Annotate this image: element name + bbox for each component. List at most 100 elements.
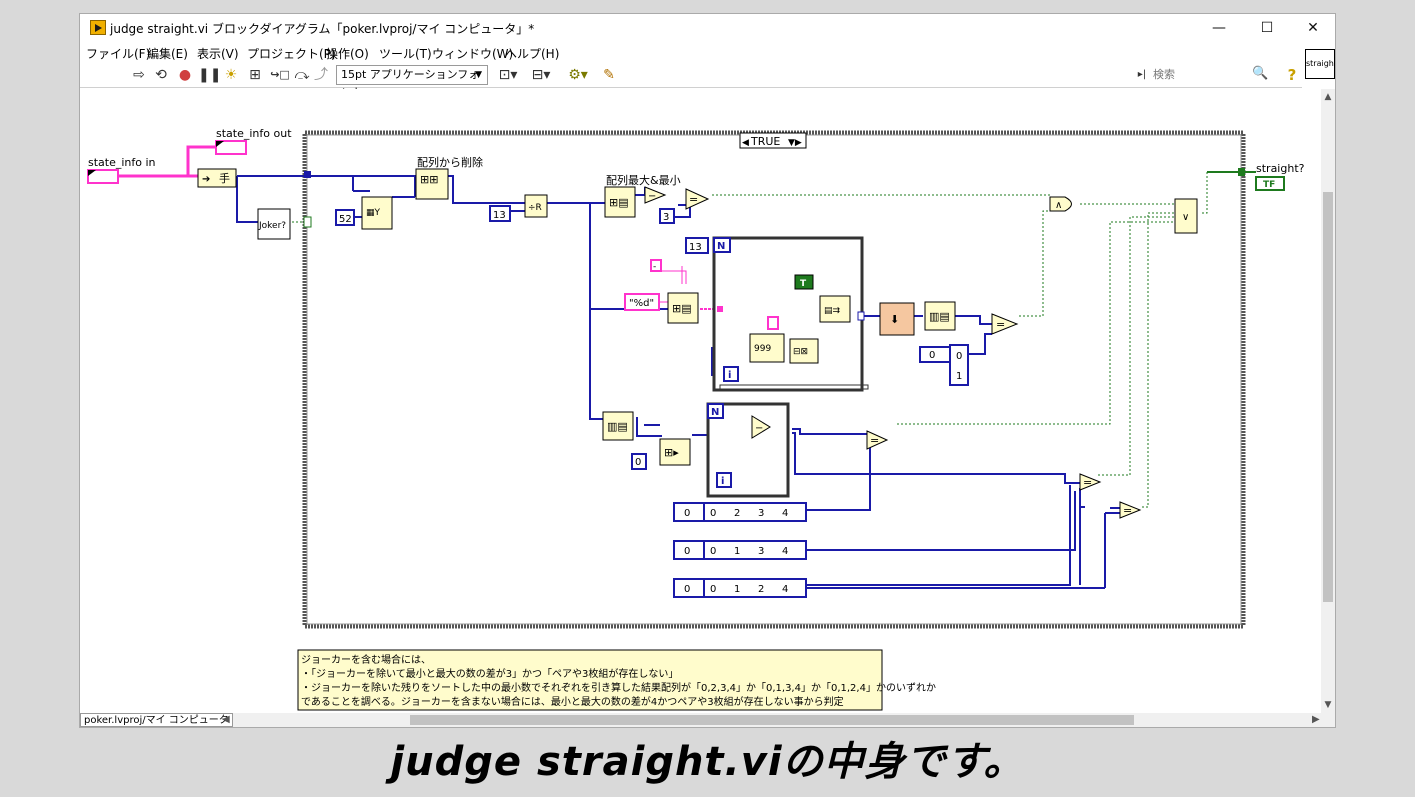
menu-file[interactable]: ファイル(F)	[86, 47, 151, 61]
vi-icon[interactable]: straight	[1305, 49, 1335, 79]
cleanup-diagram-icon[interactable]: ✎	[603, 67, 615, 83]
title-bar[interactable]: judge straight.vi ブロックダイアグラム「poker.lvpro…	[80, 14, 1335, 42]
vertical-scrollbar[interactable]: ▲ ▼	[1321, 89, 1335, 713]
joker-subvi-label: Joker?	[258, 221, 286, 231]
highlight-execution-icon[interactable]: ☀	[224, 67, 238, 83]
search-icon[interactable]: 🔍	[1252, 66, 1269, 81]
state-info-in-control[interactable]	[87, 169, 119, 184]
comment-box[interactable]	[297, 649, 883, 711]
equal-node-4[interactable]	[1079, 473, 1102, 491]
horizontal-scrollbar[interactable]: poker.lvproj/マイ コンピュータ ◀ ▶	[80, 713, 1335, 727]
case-selector-left-arrow[interactable]: ◀	[742, 138, 749, 148]
dash-string-constant[interactable]	[650, 259, 662, 272]
search-split-string-node[interactable]	[819, 295, 851, 323]
menu-operate[interactable]: 操作(O)	[326, 47, 369, 61]
close-button[interactable]: ✕	[1307, 20, 1319, 36]
abort-icon[interactable]: ●	[178, 67, 192, 83]
straight-indicator[interactable]	[1255, 176, 1285, 191]
comment-line-4: であることを調べる。ジョーカーを含まない場合には、最小と最大の数の差が4かつペア…	[301, 695, 844, 708]
array-constant-0134[interactable]: 0 0 1 3 4	[673, 540, 807, 560]
array-0124-v0: 0	[710, 584, 716, 595]
vertical-scroll-thumb[interactable]	[1323, 192, 1333, 602]
scroll-down-icon[interactable]: ▼	[1324, 700, 1332, 710]
case-selector-dropdown-icon[interactable]: ▼▶	[788, 138, 802, 148]
case-selector[interactable]	[739, 132, 807, 149]
concatenate-strings-node[interactable]	[789, 338, 819, 364]
step-into-icon[interactable]: ↪□	[270, 68, 290, 81]
sort-array-node[interactable]	[924, 301, 956, 331]
index-array-node[interactable]	[659, 438, 691, 466]
menu-window[interactable]: ウィンドウ(W)	[432, 47, 514, 61]
block-diagram[interactable]: ◀ TRUE ▼▶	[80, 89, 1321, 715]
step-out-icon[interactable]: ⤴	[314, 67, 328, 83]
constant-13-loop[interactable]	[685, 237, 709, 254]
constant-zero[interactable]	[631, 453, 647, 470]
joker-subvi[interactable]	[257, 208, 291, 240]
search-toggle-icon[interactable]: ▸|	[1137, 69, 1147, 80]
array-to-spreadsheet-icon: ⊞▤	[672, 302, 692, 315]
menu-edit[interactable]: 編集(E)	[147, 47, 188, 61]
compound-or-node[interactable]	[1174, 198, 1198, 234]
scroll-left-icon[interactable]: ◀	[222, 714, 230, 725]
step-over-icon[interactable]: ⤼	[294, 67, 310, 83]
minimize-button[interactable]: —	[1212, 20, 1226, 36]
state-info-out-indicator[interactable]	[215, 140, 247, 155]
array-constant-0124[interactable]: 0 0 1 2 4	[673, 578, 807, 598]
run-arrow-icon[interactable]: ⇨	[133, 67, 145, 83]
output-tunnel	[1238, 168, 1245, 176]
reorder-icon[interactable]: ⚙▾	[568, 67, 588, 83]
unbundle-node[interactable]	[197, 168, 237, 188]
equal-node[interactable]	[685, 188, 710, 210]
subtract-node-2[interactable]	[751, 415, 771, 439]
quotient-remainder-node[interactable]	[524, 194, 548, 218]
pause-icon[interactable]: ❚❚	[198, 67, 222, 83]
subtract-node[interactable]	[644, 186, 667, 204]
array-search-node[interactable]	[361, 196, 393, 230]
loop-2-count-label: N	[711, 407, 719, 418]
project-context[interactable]: poker.lvproj/マイ コンピュータ	[80, 713, 233, 727]
delete-from-array-node[interactable]	[415, 168, 449, 200]
loop-iteration-label: i	[728, 370, 731, 381]
pink-string-constant[interactable]	[767, 316, 779, 330]
font-select[interactable]: 15pt アプリケーションフォント ▼	[336, 65, 488, 99]
menu-help[interactable]: ヘルプ(H)	[505, 47, 560, 61]
constant-3[interactable]	[659, 208, 675, 224]
align-objects-icon[interactable]: ⊡▾	[498, 67, 518, 83]
string-to-array-node[interactable]	[879, 302, 915, 336]
loop-count-terminal[interactable]	[713, 237, 731, 253]
equal-icon: =	[1083, 476, 1092, 489]
scroll-right-icon[interactable]: ▶	[1312, 714, 1320, 725]
search-input[interactable]: 検索	[1153, 68, 1175, 81]
menu-tools[interactable]: ツール(T)	[379, 47, 432, 61]
help-icon[interactable]: ?	[1287, 66, 1297, 84]
array-0234-v3: 4	[782, 508, 788, 519]
constant-13[interactable]	[489, 205, 511, 222]
horizontal-scroll-thumb[interactable]	[410, 715, 1134, 725]
run-continuously-icon[interactable]: ⟲	[155, 67, 167, 83]
retain-wire-values-icon[interactable]: ⊞	[249, 67, 261, 83]
menu-project[interactable]: プロジェクト(P)	[247, 47, 336, 61]
true-constant-value: T	[800, 279, 807, 289]
scroll-up-icon[interactable]: ▲	[1324, 92, 1332, 102]
loop-iteration-terminal	[723, 366, 739, 382]
constant-52[interactable]	[335, 209, 355, 226]
and-node[interactable]	[1049, 196, 1072, 212]
case-selector-terminal[interactable]	[303, 216, 312, 228]
array-to-spreadsheet-node[interactable]	[667, 292, 699, 324]
distribute-objects-icon[interactable]: ⊟▾	[531, 67, 551, 83]
format-string-constant[interactable]	[624, 293, 660, 311]
menu-view[interactable]: 表示(V)	[197, 47, 239, 61]
comment-line-2: ・「ジョーカーを除いて最小と最大の数の差が3」かつ「ペアや3枚組が存在しない」	[301, 667, 678, 680]
equal-node-5[interactable]	[1119, 501, 1142, 519]
array-constant-0234[interactable]: 0 0 2 3 4	[673, 502, 807, 522]
sort-array-icon: ▥▤	[929, 310, 950, 323]
array-01-constant[interactable]	[949, 344, 969, 386]
number-to-string-node[interactable]	[749, 333, 785, 363]
equal-node-2[interactable]	[991, 313, 1019, 335]
array-max-min-node[interactable]	[604, 186, 636, 218]
equal-node-3[interactable]	[866, 430, 889, 450]
maximize-button[interactable]: ☐	[1260, 20, 1274, 36]
array-0234-v0: 0	[710, 508, 716, 519]
true-constant[interactable]	[794, 274, 814, 290]
sort-array-node-2[interactable]	[602, 411, 634, 441]
